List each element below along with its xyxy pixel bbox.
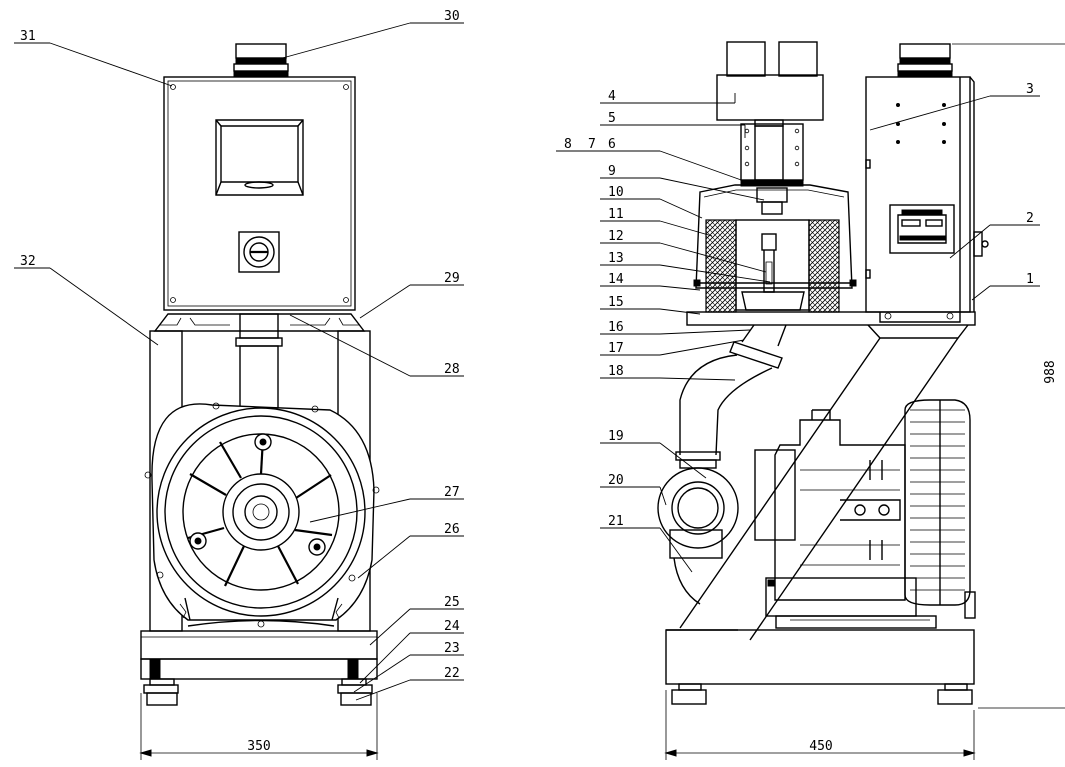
side-callout-5: 5 [608, 111, 616, 126]
side-callout-leader-1 [971, 285, 991, 301]
filter-canister [693, 184, 857, 313]
front-callout-leader-27 [309, 498, 411, 523]
side-callout-6: 6 [608, 137, 616, 152]
side-callout-17: 17 [608, 341, 624, 356]
front-callout-leader-29 [359, 284, 411, 319]
side-manifold [716, 74, 824, 121]
front-callout-leader-31 [49, 42, 173, 87]
side-callout-7: 7 [588, 137, 596, 152]
front-callout-27: 27 [444, 485, 460, 500]
side-callout-leader-13 [659, 264, 771, 283]
front-callout-leader-22 [355, 679, 411, 701]
front-callout-leader-28 [289, 314, 411, 377]
side-outlet-pipe [675, 324, 787, 469]
front-callout-leader-26 [357, 535, 411, 579]
front-callout-32: 32 [20, 254, 36, 269]
side-valve [740, 119, 804, 187]
side-callout-leader-14 [659, 285, 701, 291]
main-switch [238, 231, 280, 273]
side-callout-1: 1 [1026, 272, 1034, 287]
side-flange [657, 467, 739, 605]
front-callout-leader-30 [267, 22, 411, 63]
side-callout-leader-12 [659, 242, 767, 273]
side-callout-leader-17 [659, 339, 745, 356]
side-diagonal-frame [666, 324, 969, 641]
side-callout-2: 2 [1026, 211, 1034, 226]
height-dimension: 988 [952, 43, 1065, 709]
front-callout-25: 25 [444, 595, 460, 610]
side-cabinet [865, 43, 989, 323]
front-view: 350 [139, 43, 380, 760]
side-width-dimension: 450 [664, 690, 976, 760]
side-callout-20: 20 [608, 473, 624, 488]
front-callout-28: 28 [444, 362, 460, 377]
side-top-pipes [726, 41, 818, 77]
side-callout-13: 13 [608, 251, 624, 266]
side-callout-leader-19 [659, 442, 707, 479]
side-callout-8: 8 [564, 137, 572, 152]
side-callout-19: 19 [608, 429, 624, 444]
side-motor [754, 409, 937, 629]
side-width-value: 450 [809, 739, 832, 754]
front-callout-31: 31 [20, 29, 36, 44]
side-callout-leader-9 [659, 177, 765, 201]
side-callout-21: 21 [608, 514, 624, 529]
side-callout-leader-6 [659, 150, 759, 187]
side-base [665, 629, 975, 705]
side-callout-9: 9 [608, 164, 616, 179]
side-callout-leader-16 [659, 329, 751, 335]
side-callout-14: 14 [608, 272, 624, 287]
side-callout-12: 12 [608, 229, 624, 244]
side-callout-11: 11 [608, 207, 624, 222]
front-callout-leader-23 [353, 654, 411, 693]
side-callout-leader-11 [659, 220, 713, 237]
front-width-value: 350 [247, 739, 270, 754]
side-top-plate [686, 311, 976, 326]
front-callout-30: 30 [444, 9, 460, 24]
cabinet-bracket [153, 313, 366, 332]
control-cabinet [163, 76, 356, 311]
side-callout-16: 16 [608, 320, 624, 335]
side-view: 450 988 [657, 41, 1065, 760]
height-value: 988 [1043, 360, 1058, 383]
front-base [140, 630, 378, 706]
side-callout-leader-20 [659, 486, 667, 506]
front-central-pipe [235, 313, 283, 411]
side-finned-blower [904, 399, 976, 619]
side-callout-4: 4 [608, 89, 616, 104]
side-callout-leader-21 [659, 527, 693, 573]
front-beacon [233, 43, 289, 78]
front-callout-26: 26 [444, 522, 460, 537]
front-callout-leader-24 [359, 632, 411, 684]
side-callout-15: 15 [608, 295, 624, 310]
front-callout-leader-32 [49, 267, 159, 346]
side-callout-3: 3 [1026, 82, 1034, 97]
side-callout-leader-10 [659, 198, 703, 219]
front-callout-23: 23 [444, 641, 460, 656]
side-callout-leader-3 [869, 95, 991, 131]
side-callout-leader-18 [659, 377, 736, 381]
side-callout-leader-2 [949, 224, 991, 259]
front-callout-29: 29 [444, 271, 460, 286]
front-width-dimension: 350 [139, 693, 379, 760]
front-callout-22: 22 [444, 666, 460, 681]
hmi-screen [215, 119, 304, 196]
side-callout-18: 18 [608, 364, 624, 379]
side-callout-leader-15 [659, 308, 701, 315]
side-callout-10: 10 [608, 185, 624, 200]
front-blower [144, 402, 380, 628]
front-callout-24: 24 [444, 619, 460, 634]
front-callout-leader-25 [369, 608, 411, 646]
